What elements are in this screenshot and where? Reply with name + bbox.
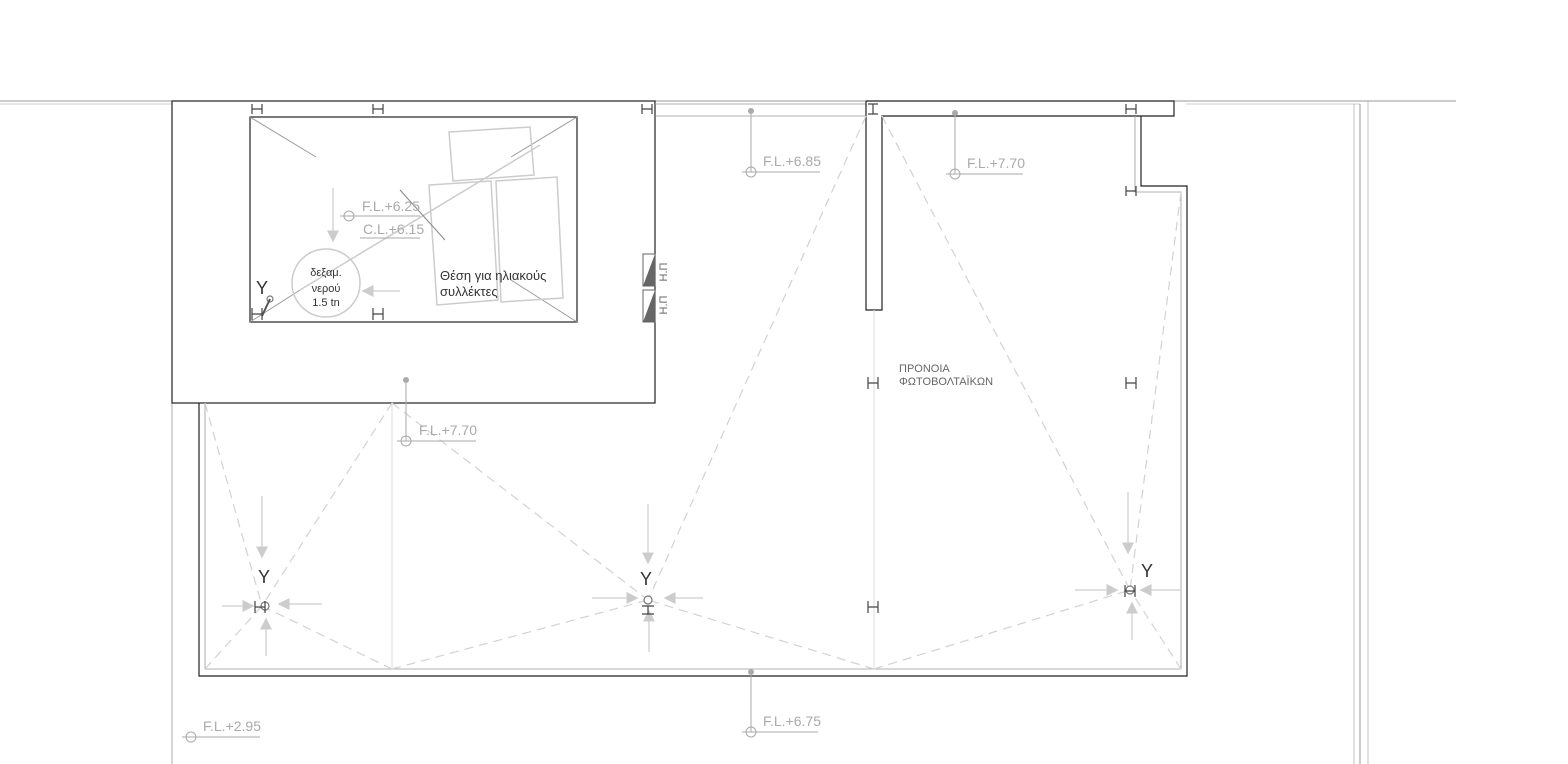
solar-label-2: συλλέκτες [440, 284, 498, 299]
duct-label-2: Η.Π [658, 295, 670, 314]
drain-label-4: Y [256, 278, 268, 298]
drain-label-1: Y [258, 567, 270, 587]
drain-label-2: Y [640, 569, 652, 589]
drain-pipe [261, 298, 271, 317]
level-label-7: F.L.+2.95 [203, 718, 261, 734]
drain-label-3: Y [1141, 561, 1153, 581]
solar-collectors-area [299, 126, 564, 306]
level-label-5: F.L.+7.70 [419, 422, 477, 438]
roof-slope-lines [204, 115, 1182, 670]
upper-roof-block [171, 100, 866, 404]
level-marker-icon [182, 108, 1023, 743]
pv-label-2: ΦΩΤΟΒΟΛΤΑΪΚΩΝ [899, 376, 993, 388]
column-icon [251, 103, 1137, 615]
solar-label-1: Θέση για ηλιακούς [440, 268, 546, 283]
water-tank [291, 248, 361, 318]
level-label-3: F.L.+6.25 [362, 198, 420, 214]
level-label-2: F.L.+7.70 [967, 155, 1025, 171]
vent-duct [642, 253, 656, 323]
level-label-4: C.L.+6.15 [363, 221, 424, 237]
level-label-1: F.L.+6.85 [763, 153, 821, 169]
site-boundary [0, 100, 1456, 764]
flow-arrow-icon [222, 188, 1180, 656]
tank-label-2: νερού [312, 283, 341, 295]
main-roof-outline [198, 100, 1188, 677]
pv-label-1: ΠΡΟΝΟΙΑ [899, 363, 950, 375]
duct-label-1: Η.Π [658, 262, 670, 281]
tank-label-3: 1.5 tn [312, 297, 340, 309]
tank-label-1: δεξαμ. [310, 267, 341, 279]
roof-ridge-lines [391, 310, 875, 669]
level-label-6: F.L.+6.75 [763, 713, 821, 729]
